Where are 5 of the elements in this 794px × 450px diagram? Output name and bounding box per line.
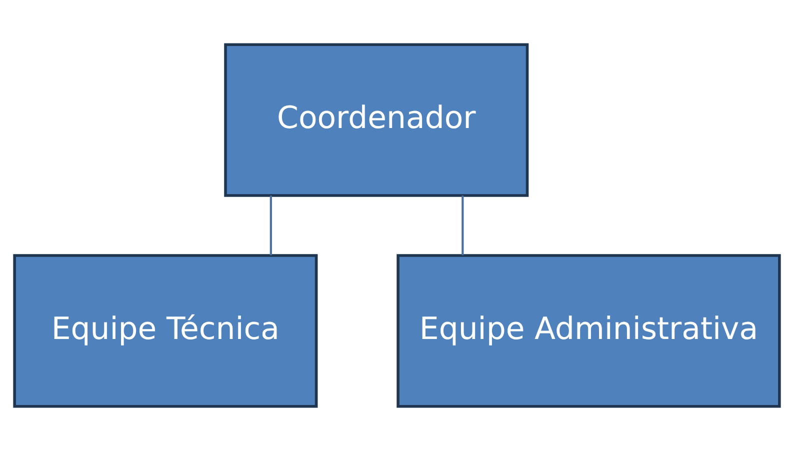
node-box: Equipe Técnica [13,254,318,408]
connector [270,195,272,255]
node-box: Coordenador [224,42,529,196]
node-box: Equipe Administrativa [396,254,781,408]
connector [462,195,464,255]
